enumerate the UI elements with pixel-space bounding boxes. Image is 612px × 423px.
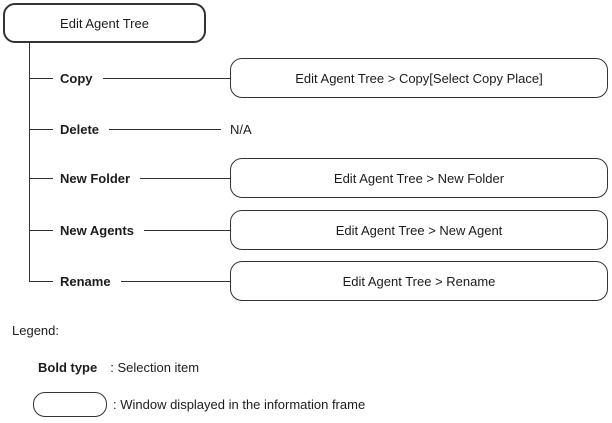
legend-item-window-shape: : Window displayed in the information fr… — [33, 392, 365, 417]
tree-row-rename: Rename Edit Agent Tree > Rename — [29, 261, 608, 301]
selection-item-label: New Folder — [60, 170, 131, 186]
selection-item-label: New Agents — [60, 222, 134, 238]
root-node-box: Edit Agent Tree — [3, 3, 206, 43]
window-box-label: Edit Agent Tree > New Folder — [333, 170, 505, 186]
window-box: Edit Agent Tree > New Agent — [230, 210, 608, 250]
connector-line — [102, 77, 230, 79]
selection-item-label: Copy — [60, 70, 93, 86]
tree-trunk-line — [29, 43, 30, 281]
window-box: Edit Agent Tree > New Folder — [230, 158, 608, 198]
legend-item-bold-type: Bold type : Selection item — [38, 360, 199, 375]
branch-line — [29, 229, 53, 231]
connector-line — [140, 177, 230, 179]
window-box-label: Edit Agent Tree > New Agent — [335, 222, 503, 238]
connector-line — [143, 229, 230, 231]
legend-bold-symbol: Bold type — [38, 360, 98, 375]
legend-bold-description: : Selection item — [110, 360, 200, 375]
connector-line — [120, 280, 230, 282]
selection-item-label: Delete — [60, 121, 100, 137]
branch-line — [29, 177, 53, 179]
not-applicable-text: N/A — [230, 121, 252, 137]
selection-item-label: Rename — [60, 273, 111, 289]
branch-line — [29, 77, 53, 79]
window-box: Edit Agent Tree > Rename — [230, 261, 608, 301]
branch-line — [29, 280, 53, 282]
rounded-rectangle-shape — [33, 392, 107, 417]
window-box-label: Edit Agent Tree > Rename — [342, 273, 496, 289]
window-box: Edit Agent Tree > Copy[Select Copy Place… — [230, 58, 608, 98]
tree-row-new-agents: New Agents Edit Agent Tree > New Agent — [29, 210, 608, 250]
legend-title: Legend: — [12, 323, 59, 338]
window-box-label: Edit Agent Tree > Copy[Select Copy Place… — [295, 70, 543, 86]
root-node-label: Edit Agent Tree — [60, 15, 149, 31]
tree-row-copy: Copy Edit Agent Tree > Copy[Select Copy … — [29, 58, 608, 98]
tree-row-new-folder: New Folder Edit Agent Tree > New Folder — [29, 158, 608, 198]
legend-shape-description: : Window displayed in the information fr… — [113, 397, 366, 412]
branch-line — [29, 128, 53, 130]
tree-row-delete: Delete N/A — [29, 109, 608, 149]
connector-line — [109, 128, 222, 130]
